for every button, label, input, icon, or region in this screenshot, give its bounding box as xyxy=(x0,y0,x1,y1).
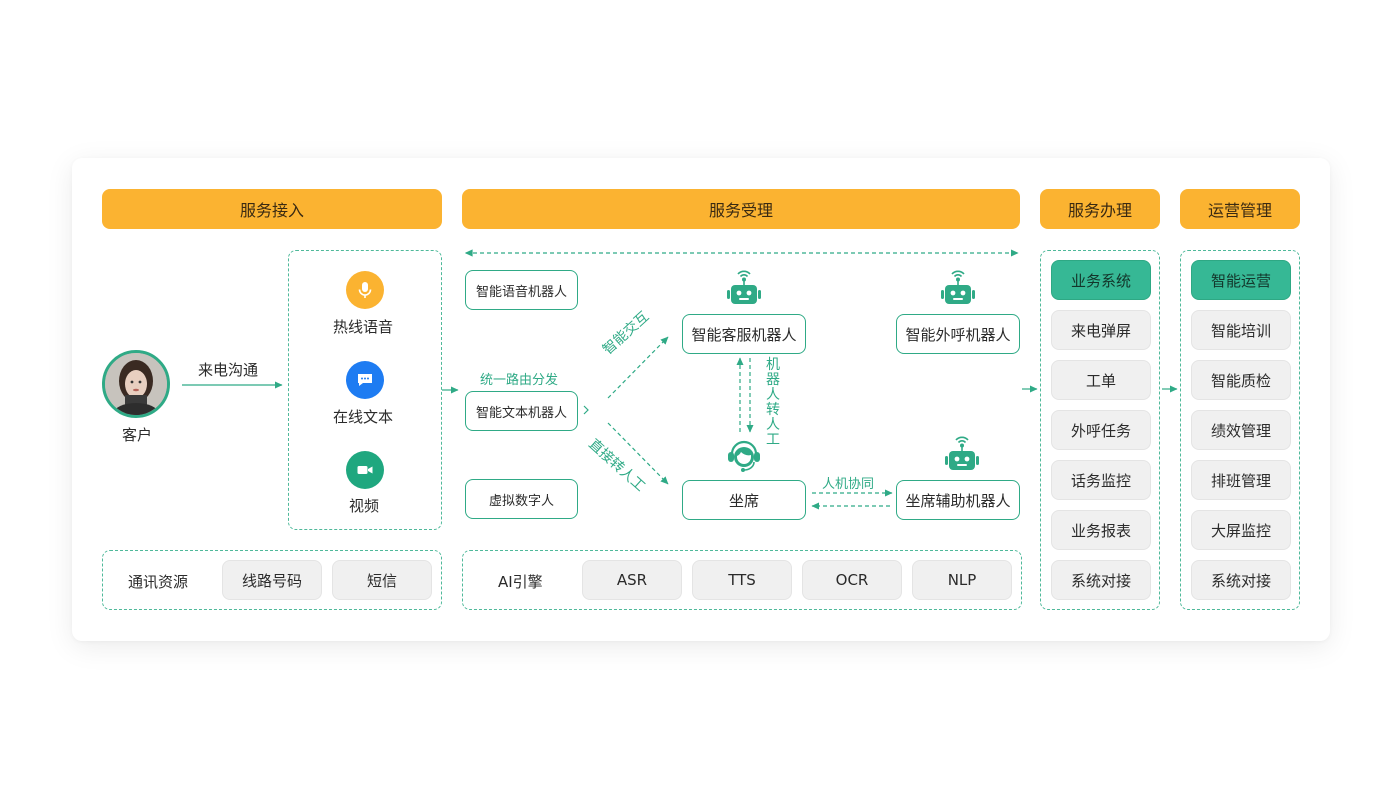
processing-item-report[interactable]: 业务报表 xyxy=(1051,510,1151,550)
customer-avatar xyxy=(102,350,170,418)
ai-item-asr[interactable]: ASR xyxy=(582,560,682,600)
header-service-access: 服务接入 xyxy=(102,189,442,229)
comm-resources-group xyxy=(102,550,442,610)
unified-routing-label: 统一路由分发 xyxy=(480,373,559,388)
channel-online-text: 在线文本 xyxy=(333,408,394,426)
customer-service-robot-node: 智能客服机器人 xyxy=(682,314,806,354)
processing-item-screen-pop[interactable]: 来电弹屏 xyxy=(1051,310,1151,350)
chat-bubble-icon xyxy=(346,361,384,399)
robot-icon xyxy=(941,270,975,304)
ai-item-tts[interactable]: TTS xyxy=(692,560,792,600)
processing-item-outbound-task[interactable]: 外呼任务 xyxy=(1051,410,1151,450)
customer-label: 客户 xyxy=(122,426,153,444)
header-service-processing: 服务办理 xyxy=(1040,189,1160,229)
ai-item-nlp[interactable]: NLP xyxy=(912,560,1012,600)
operations-item-performance[interactable]: 绩效管理 xyxy=(1191,410,1291,450)
processing-group xyxy=(1040,250,1160,610)
agent-assist-robot-node: 坐席辅助机器人 xyxy=(896,480,1020,520)
virtual-human-node: 虚拟数字人 xyxy=(465,479,578,519)
voice-robot-node: 智能语音机器人 xyxy=(465,270,578,310)
operations-group xyxy=(1180,250,1300,610)
text-robot-node: 智能文本机器人 xyxy=(465,391,578,431)
microphone-icon xyxy=(346,271,384,309)
operations-item-training[interactable]: 智能培训 xyxy=(1191,310,1291,350)
robot-icon xyxy=(945,436,979,470)
comm-item-sms[interactable]: 短信 xyxy=(332,560,432,600)
robot-icon xyxy=(727,270,761,304)
processing-item-integration[interactable]: 系统对接 xyxy=(1051,560,1151,600)
outbound-robot-node: 智能外呼机器人 xyxy=(896,314,1020,354)
channel-video: 视频 xyxy=(349,497,380,515)
channels-group xyxy=(288,250,442,530)
operations-item-integration[interactable]: 系统对接 xyxy=(1191,560,1291,600)
comm-item-line-number[interactable]: 线路号码 xyxy=(222,560,322,600)
header-operations: 运营管理 xyxy=(1180,189,1300,229)
ai-engine-title: AI引擎 xyxy=(498,573,543,591)
robot-to-human-label: 机器人转人工 xyxy=(766,357,780,448)
operations-item-quality[interactable]: 智能质检 xyxy=(1191,360,1291,400)
ai-item-ocr[interactable]: OCR xyxy=(802,560,902,600)
agent-node: 坐席 xyxy=(682,480,806,520)
customer-portrait-icon xyxy=(105,353,167,415)
headset-agent-icon xyxy=(728,440,760,472)
operations-item-dashboard[interactable]: 大屏监控 xyxy=(1191,510,1291,550)
processing-item-call-monitor[interactable]: 话务监控 xyxy=(1051,460,1151,500)
operations-item-smart-ops[interactable]: 智能运营 xyxy=(1191,260,1291,300)
operations-item-scheduling[interactable]: 排班管理 xyxy=(1191,460,1291,500)
incoming-call-label: 来电沟通 xyxy=(198,361,259,379)
human-machine-label: 人机协同 xyxy=(822,477,875,492)
ai-engine-group xyxy=(462,550,1022,610)
channel-hotline-voice: 热线语音 xyxy=(333,318,394,336)
processing-item-work-order[interactable]: 工单 xyxy=(1051,360,1151,400)
header-service-handling: 服务受理 xyxy=(462,189,1020,229)
video-camera-icon xyxy=(346,451,384,489)
processing-item-business-system[interactable]: 业务系统 xyxy=(1051,260,1151,300)
comm-resources-title: 通讯资源 xyxy=(128,573,189,591)
